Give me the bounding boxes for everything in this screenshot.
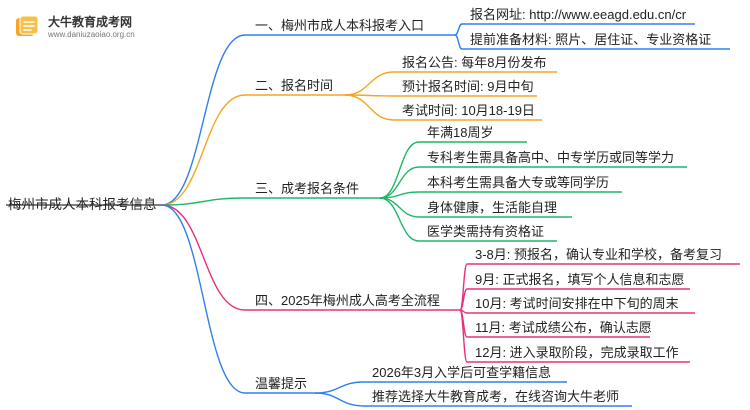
sub-topic: 11月: 考试成绩公布，确认志愿	[475, 320, 652, 335]
branch-topic: 二、报名时间	[255, 78, 334, 93]
child-connector	[344, 94, 395, 121]
sub-topic: 身体健康，生活能自理	[427, 200, 558, 215]
child-connector	[454, 34, 463, 50]
branch-topic: 温馨提示	[255, 376, 308, 391]
sub-topic: 报名公告: 每年8月份发布	[402, 55, 547, 70]
branch-connector	[161, 94, 246, 206]
sub-topic: 报名网址: http://www.eeagd.edu.cn/cr	[470, 7, 687, 22]
branch-topic: 四、2025年梅州成人高考全流程	[255, 293, 440, 308]
sub-topic: 2026年3月入学后可查学籍信息	[372, 365, 552, 380]
branch-connector	[161, 34, 246, 206]
child-connector	[344, 71, 395, 96]
branch-topic: 一、梅州市成人本科报考入口	[255, 18, 425, 33]
sub-topic: 10月: 考试时间安排在中下旬的周末	[475, 296, 679, 311]
child-connector	[454, 23, 463, 36]
branch-connector	[161, 204, 246, 394]
logo-subtitle: www.daniuzaoiao.org.cn	[48, 30, 135, 39]
child-connector	[314, 392, 365, 407]
sub-topic: 9月: 正式报名，填写个人信息和志愿	[475, 272, 685, 287]
child-connector	[379, 141, 420, 199]
branch-connector	[161, 197, 246, 206]
sub-topic: 提前准备材料: 照片、居住证、专业资格证	[470, 32, 712, 47]
sub-topic: 年满18周岁	[427, 125, 494, 140]
child-connector	[379, 197, 420, 218]
branch-topic: 三、成考报名条件	[255, 181, 360, 196]
child-connector	[459, 309, 468, 363]
branch-connector	[161, 204, 246, 311]
sub-topic: 3-8月: 预报名，确认专业和学校，备考复习	[475, 247, 723, 262]
sub-topic: 专科考生需具备高中、中专学历或同等学力	[427, 150, 675, 165]
child-connector	[379, 191, 420, 199]
sub-topic: 预计报名时间: 9月中旬	[402, 79, 534, 94]
logo-title: 大牛教育成考网	[48, 15, 133, 29]
sub-topic: 本科考生需具备大专或等同学历	[427, 175, 610, 190]
logo: 大牛教育成考网 www.daniuzaoiao.org.cn	[10, 8, 160, 48]
child-connector	[379, 197, 420, 242]
sub-topic: 推荐选择大牛教育成考，在线咨询大牛老师	[372, 389, 620, 404]
sub-topic: 考试时间: 10月18-19日	[402, 103, 535, 118]
root-topic: 梅州市成人本科报考信息	[8, 197, 157, 212]
sub-topic: 12月: 进入录取阶段，完成录取工作	[475, 345, 679, 360]
book-logo-icon	[16, 15, 39, 36]
sub-topic: 医学类需持有资格证	[427, 224, 545, 239]
child-connector	[314, 381, 365, 394]
